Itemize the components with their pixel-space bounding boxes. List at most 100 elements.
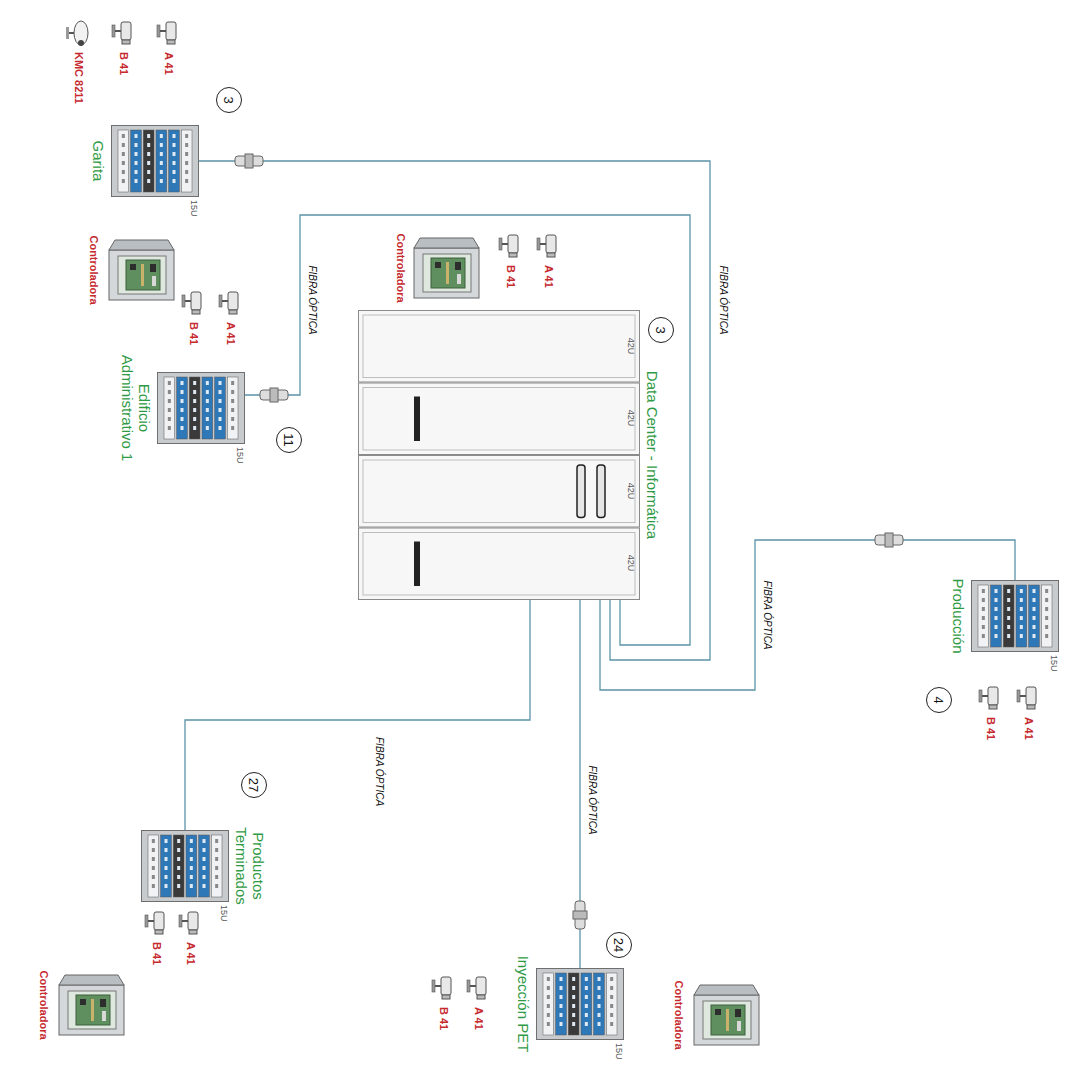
rack-unit xyxy=(181,130,192,192)
rack-size: 15U xyxy=(218,905,228,922)
camera-icon xyxy=(1017,687,1036,709)
rack-port xyxy=(152,839,155,843)
rack-port xyxy=(995,607,998,611)
rack-size: 42U xyxy=(625,338,635,355)
network-rack: Productos Terminados xyxy=(141,830,229,902)
rack-port xyxy=(177,848,180,852)
rack-port xyxy=(1033,625,1036,629)
network-rack: Edificio Administrativo 1 xyxy=(157,372,245,444)
rack-port xyxy=(203,857,206,861)
rack-port xyxy=(598,977,601,981)
rack-port xyxy=(1033,634,1036,638)
controller-icon xyxy=(414,238,479,298)
camera-icon xyxy=(66,21,88,46)
rack-port xyxy=(572,1013,575,1017)
rack-port xyxy=(173,143,176,147)
rack-port xyxy=(122,143,125,147)
rack-port xyxy=(1045,607,1048,611)
fiber-link xyxy=(185,600,530,830)
rack-port xyxy=(610,977,613,981)
datacenter-cabinets xyxy=(358,310,640,600)
cabinet-inner xyxy=(363,533,635,596)
rack-port xyxy=(547,977,550,981)
rack-port xyxy=(177,866,180,870)
rack-port xyxy=(560,977,563,981)
callout-number: 24 xyxy=(613,938,626,952)
rack-port xyxy=(135,134,138,138)
rack-port xyxy=(547,1004,550,1008)
rack-port xyxy=(177,875,180,879)
rack-port xyxy=(177,839,180,843)
site-name: Data Center - Informática xyxy=(644,371,661,539)
rack-port xyxy=(585,977,588,981)
rack-port xyxy=(168,408,171,412)
rack-port xyxy=(1045,598,1048,602)
rack-port xyxy=(173,179,176,183)
rack-port xyxy=(168,417,171,421)
rack-port xyxy=(193,381,196,385)
rack-port xyxy=(206,417,209,421)
rack-port xyxy=(995,598,998,602)
rack-port xyxy=(572,995,575,999)
camera-icon xyxy=(979,687,998,709)
rack-port xyxy=(185,143,188,147)
rack-frame xyxy=(158,373,245,444)
rack-port xyxy=(135,161,138,165)
rack-port xyxy=(135,143,138,147)
rack-port xyxy=(190,848,193,852)
rack-port xyxy=(1045,616,1048,620)
cabinet-inner xyxy=(363,388,635,451)
rack-unit xyxy=(991,585,1002,647)
rack-port xyxy=(585,1004,588,1008)
fiber-link xyxy=(600,540,1015,690)
device-bar xyxy=(414,542,420,587)
rack-port xyxy=(173,161,176,165)
site-name: Inyección PET xyxy=(515,956,532,1053)
rack-port xyxy=(982,634,985,638)
rack-port xyxy=(122,179,125,183)
cabinet xyxy=(359,383,640,455)
rack-port xyxy=(231,426,234,430)
rack-port xyxy=(135,152,138,156)
rack-port xyxy=(147,179,150,183)
rack-unit xyxy=(199,835,210,897)
rack-port xyxy=(147,170,150,174)
rack-port xyxy=(173,152,176,156)
rack-port xyxy=(560,986,563,990)
controller-icon xyxy=(694,985,759,1045)
site-name: Producción xyxy=(950,578,967,653)
rack-port xyxy=(160,152,163,156)
rack-port xyxy=(1033,598,1036,602)
rack-port xyxy=(598,986,601,990)
device-label: A 41 xyxy=(1023,717,1035,740)
site-name: Edificio Administrativo 1 xyxy=(119,338,154,478)
rack-unit xyxy=(1041,585,1052,647)
rack-unit xyxy=(606,973,617,1035)
rack-port xyxy=(165,857,168,861)
rack-port xyxy=(181,426,184,430)
rack-port xyxy=(190,857,193,861)
rack-port xyxy=(1033,616,1036,620)
rack-port xyxy=(982,598,985,602)
rack-drawing xyxy=(157,372,245,444)
rack-port xyxy=(1033,607,1036,611)
rack-port xyxy=(547,1022,550,1026)
datacenter-rack-group: Data Center - Informática xyxy=(358,310,640,600)
rack-port xyxy=(572,1004,575,1008)
rack-port xyxy=(995,625,998,629)
device-label: KMC 8211 xyxy=(73,52,85,104)
camera-icon xyxy=(537,235,556,257)
rack-size: 15U xyxy=(613,1043,623,1060)
rack-port xyxy=(585,1013,588,1017)
fiber-link xyxy=(245,215,690,645)
callout-circle: 3 xyxy=(216,87,242,113)
rack-port xyxy=(231,399,234,403)
rack-port xyxy=(193,426,196,430)
callout-circle: 4 xyxy=(926,687,952,713)
rack-port xyxy=(152,848,155,852)
rack-port xyxy=(135,179,138,183)
rack-port xyxy=(122,170,125,174)
rack-frame xyxy=(537,969,624,1040)
rack-port xyxy=(1045,625,1048,629)
rack-port xyxy=(598,1004,601,1008)
